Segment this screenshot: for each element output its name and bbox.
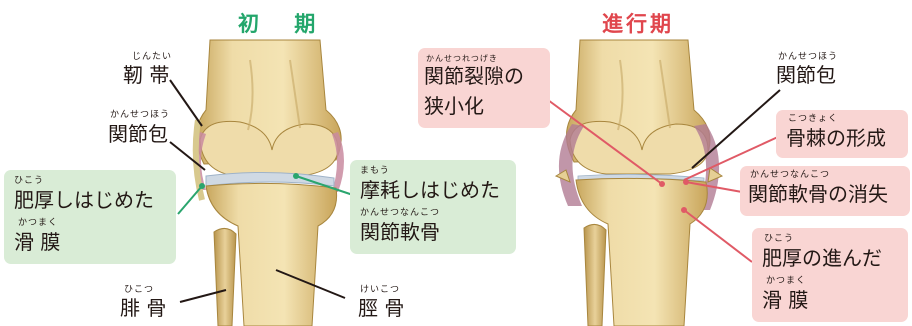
early-tibia <box>205 182 338 326</box>
early-fibula <box>213 228 237 326</box>
adv-synovium-ruby2: かつまく <box>766 276 807 286</box>
osteophyte-callout: こつきょく 骨棘の形成 <box>776 110 908 158</box>
osteophyte-ruby: こつきょく <box>788 114 839 124</box>
fibula-label: 腓 骨 <box>120 296 167 320</box>
tibia-label: 脛 骨 <box>358 296 405 320</box>
early-synovium-ruby2: かつまく <box>18 218 59 228</box>
capsule-ruby: かんせつほう <box>110 110 171 120</box>
gap-ruby: かんせつれつげき <box>426 54 498 63</box>
advanced-callout-lines <box>547 89 781 263</box>
adv-capsule-label: 関節包 <box>776 63 836 87</box>
early-ligament <box>192 119 205 201</box>
adv-synovium-line1: 肥厚の進んだ <box>762 246 882 270</box>
adv-synovium-line2: 滑 膜 <box>762 288 809 312</box>
early-synovium-line2: 滑 膜 <box>14 230 61 254</box>
ligament-ruby: じんたい <box>132 52 173 62</box>
fibula-ruby: ひこつ <box>124 285 155 295</box>
early-synovium-line1: 肥厚しはじめた <box>14 188 154 212</box>
advanced-osteophyte <box>554 169 571 183</box>
early-wear-ruby2: かんせつなんこつ <box>360 208 441 218</box>
advanced-synovium-callout: ひこう 肥厚の進んだ かつまく 滑 膜 <box>752 228 908 322</box>
advanced-stage-title: 進行期 <box>602 12 674 36</box>
cartilage-loss-callout: かんせつなんこつ 関節軟骨の消失 <box>740 166 910 216</box>
cartilage-loss-ruby: かんせつなんこつ <box>750 170 831 180</box>
capsule-label: 関節包 <box>108 122 168 146</box>
ligament-label: 靭 帯 <box>123 63 170 87</box>
adv-capsule-ruby: かんせつほう <box>778 52 839 62</box>
early-wear-line1: 摩耗しはじめた <box>360 178 500 202</box>
gap-narrowing-callout: かんせつれつげき 関節裂隙の 狭小化 <box>418 48 550 128</box>
early-callout-lines <box>169 79 346 303</box>
tibia-ruby: けいこつ <box>360 285 401 295</box>
early-synovium-callout: ひこう 肥厚しはじめた かつまく 滑 膜 <box>4 170 176 264</box>
advanced-tibia <box>575 177 708 326</box>
early-cartilage-callout: まもう 摩耗しはじめた かんせつなんこつ 関節軟骨 <box>350 160 516 254</box>
early-wear-ruby1: まもう <box>360 166 390 176</box>
early-synovium-ruby1: ひこう <box>14 176 45 186</box>
gap-line1: 関節裂隙の <box>424 64 524 88</box>
early-wear-line2: 関節軟骨 <box>360 220 440 244</box>
early-cartilage <box>205 171 335 187</box>
advanced-synovium <box>558 124 584 206</box>
early-stage-title: 初 期 <box>238 12 330 36</box>
early-knee-illustration <box>192 39 344 326</box>
advanced-knee-illustration <box>554 39 724 326</box>
adv-synovium-ruby1: ひこう <box>764 234 795 244</box>
osteophyte-label: 骨棘の形成 <box>786 126 886 150</box>
gap-line2: 狭小化 <box>424 94 484 118</box>
cartilage-loss-label: 関節軟骨の消失 <box>748 182 888 206</box>
